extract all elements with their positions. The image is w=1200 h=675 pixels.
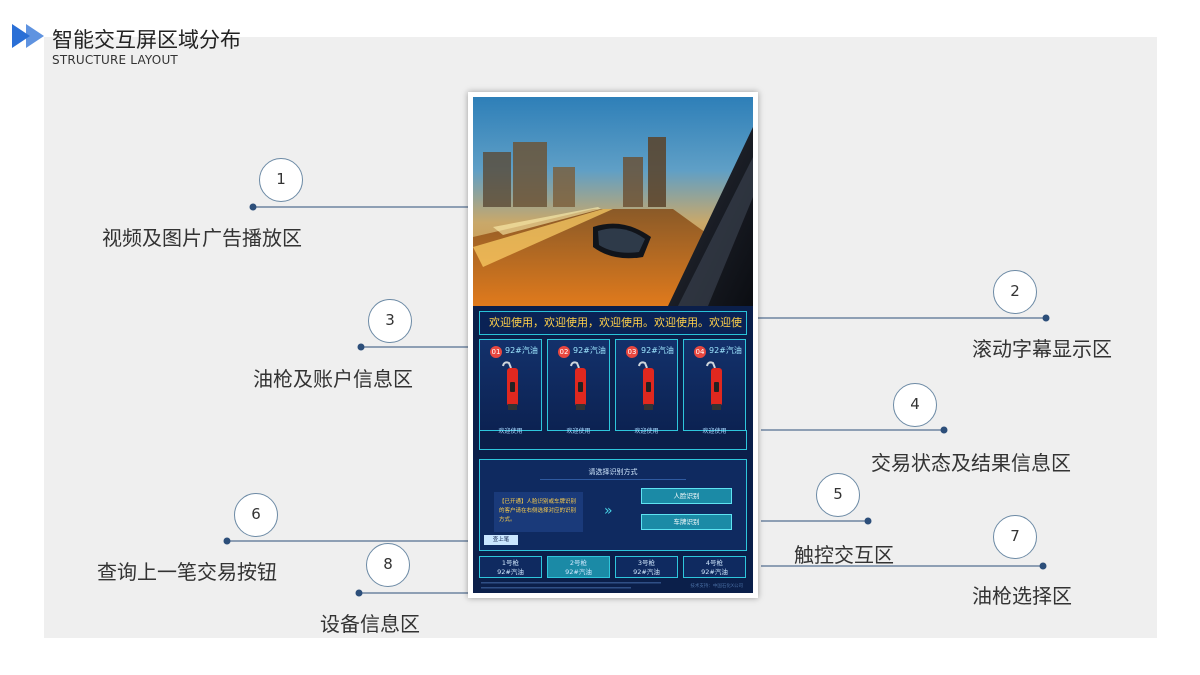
gun-select-4[interactable]: 4号枪 92#汽油 — [683, 556, 746, 578]
gun-card-1[interactable]: 01 92#汽油 欢迎使用 — [479, 339, 542, 435]
gun-select-fuel: 92#汽油 — [497, 568, 524, 576]
device-screen: 欢迎使用，欢迎使用，欢迎使用。欢迎使用。欢迎使 01 92#汽油 欢迎使用 02… — [473, 97, 753, 593]
callout-number-7: 7 — [993, 515, 1037, 559]
gun-card-4[interactable]: 04 92#汽油 欢迎使用 — [683, 339, 746, 435]
slide-title: 智能交互屏区域分布 — [52, 28, 241, 52]
leader-dot-3 — [357, 343, 365, 351]
gun-fuel-type: 92#汽油 — [709, 346, 742, 355]
gun-badge: 03 — [626, 346, 638, 358]
transaction-status-area — [479, 430, 747, 450]
gun-card-3[interactable]: 03 92#汽油 欢迎使用 — [615, 339, 678, 435]
recognition-info-text: 【已开通】人脸识别或车牌识别的客户请在右侧选择对应的识别方式。 — [494, 492, 583, 532]
recognition-title: 请选择识别方式 — [588, 468, 638, 476]
query-previous-transaction-button[interactable]: 查上笔 — [484, 535, 518, 545]
leader-dot-7 — [1039, 562, 1047, 570]
callout-label-6: 查询上一笔交易按钮 — [97, 560, 277, 584]
leader-dot-1 — [249, 203, 257, 211]
callout-number-5: 5 — [816, 473, 860, 517]
plate-recognition-button[interactable]: 车牌识别 — [641, 514, 732, 530]
interactive-screen-device: 欢迎使用，欢迎使用，欢迎使用。欢迎使用。欢迎使 01 92#汽油 欢迎使用 02… — [468, 92, 758, 598]
leader-dot-5 — [864, 517, 872, 525]
callout-label-3: 油枪及账户信息区 — [253, 367, 413, 391]
device-info-support: 技术支持：中国石化X公司 — [690, 584, 743, 589]
callout-label-4: 交易状态及结果信息区 — [871, 451, 1071, 475]
callout-number-1: 1 — [259, 158, 303, 202]
play-arrow-icon — [12, 24, 44, 48]
gun-select-3[interactable]: 3号枪 92#汽油 — [615, 556, 678, 578]
device-info-area: 技术支持：中国石化X公司 — [479, 581, 747, 591]
callout-number-2: 2 — [993, 270, 1037, 314]
callout-label-8: 设备信息区 — [320, 612, 420, 636]
gun-select-fuel: 92#汽油 — [565, 568, 592, 576]
gun-card-2[interactable]: 02 92#汽油 欢迎使用 — [547, 339, 610, 435]
gun-badge: 02 — [558, 346, 570, 358]
gun-select-name: 3号枪 — [637, 559, 656, 567]
gun-select-2[interactable]: 2号枪 92#汽油 — [547, 556, 610, 578]
gun-fuel-type: 92#汽油 — [505, 346, 538, 355]
face-recognition-button[interactable]: 人脸识别 — [641, 488, 732, 504]
fuel-nozzle-icon — [706, 361, 722, 410]
callout-number-8: 8 — [366, 543, 410, 587]
ad-video-image-area — [473, 97, 753, 306]
gun-select-fuel: 92#汽油 — [701, 568, 728, 576]
slide-subtitle: STRUCTURE LAYOUT — [52, 53, 178, 67]
callout-number-6: 6 — [234, 493, 278, 537]
leader-dot-2 — [1042, 314, 1050, 322]
scrolling-subtitle: 欢迎使用，欢迎使用，欢迎使用。欢迎使用。欢迎使 — [479, 311, 747, 335]
gun-status: 欢迎使用 — [702, 428, 727, 435]
gun-fuel-type: 92#汽油 — [573, 346, 606, 355]
gun-status: 欢迎使用 — [566, 428, 591, 435]
gun-select-1[interactable]: 1号枪 92#汽油 — [479, 556, 542, 578]
callout-label-7: 油枪选择区 — [972, 584, 1072, 608]
touch-interaction-area: 请选择识别方式 【已开通】人脸识别或车牌识别的客户请在右侧选择对应的识别方式。 … — [479, 459, 747, 551]
leader-dot-6 — [223, 537, 231, 545]
leader-dot-4 — [940, 426, 948, 434]
callout-label-1: 视频及图片广告播放区 — [102, 226, 302, 250]
gun-select-name: 2号枪 — [569, 559, 588, 567]
gun-select-name: 1号枪 — [501, 559, 520, 567]
title-divider — [540, 479, 686, 480]
callout-number-4: 4 — [893, 383, 937, 427]
gun-badge: 01 — [490, 346, 502, 358]
callout-number-3: 3 — [368, 299, 412, 343]
gun-status: 欢迎使用 — [634, 428, 659, 435]
gun-status: 欢迎使用 — [498, 428, 523, 435]
leader-dot-8 — [355, 589, 363, 597]
callout-label-5: 触控交互区 — [794, 543, 894, 567]
fuel-nozzle-icon — [502, 361, 518, 410]
fuel-nozzle-icon — [638, 361, 654, 410]
fuel-nozzle-icon — [570, 361, 586, 410]
double-chevron-right-icon: » — [604, 503, 613, 519]
gun-select-fuel: 92#汽油 — [633, 568, 660, 576]
device-info-lines — [481, 582, 661, 589]
gun-select-name: 4号枪 — [705, 559, 724, 567]
gun-fuel-type: 92#汽油 — [641, 346, 674, 355]
gun-badge: 04 — [694, 346, 706, 358]
car-night-road-image — [473, 97, 753, 306]
callout-label-2: 滚动字幕显示区 — [972, 337, 1112, 361]
